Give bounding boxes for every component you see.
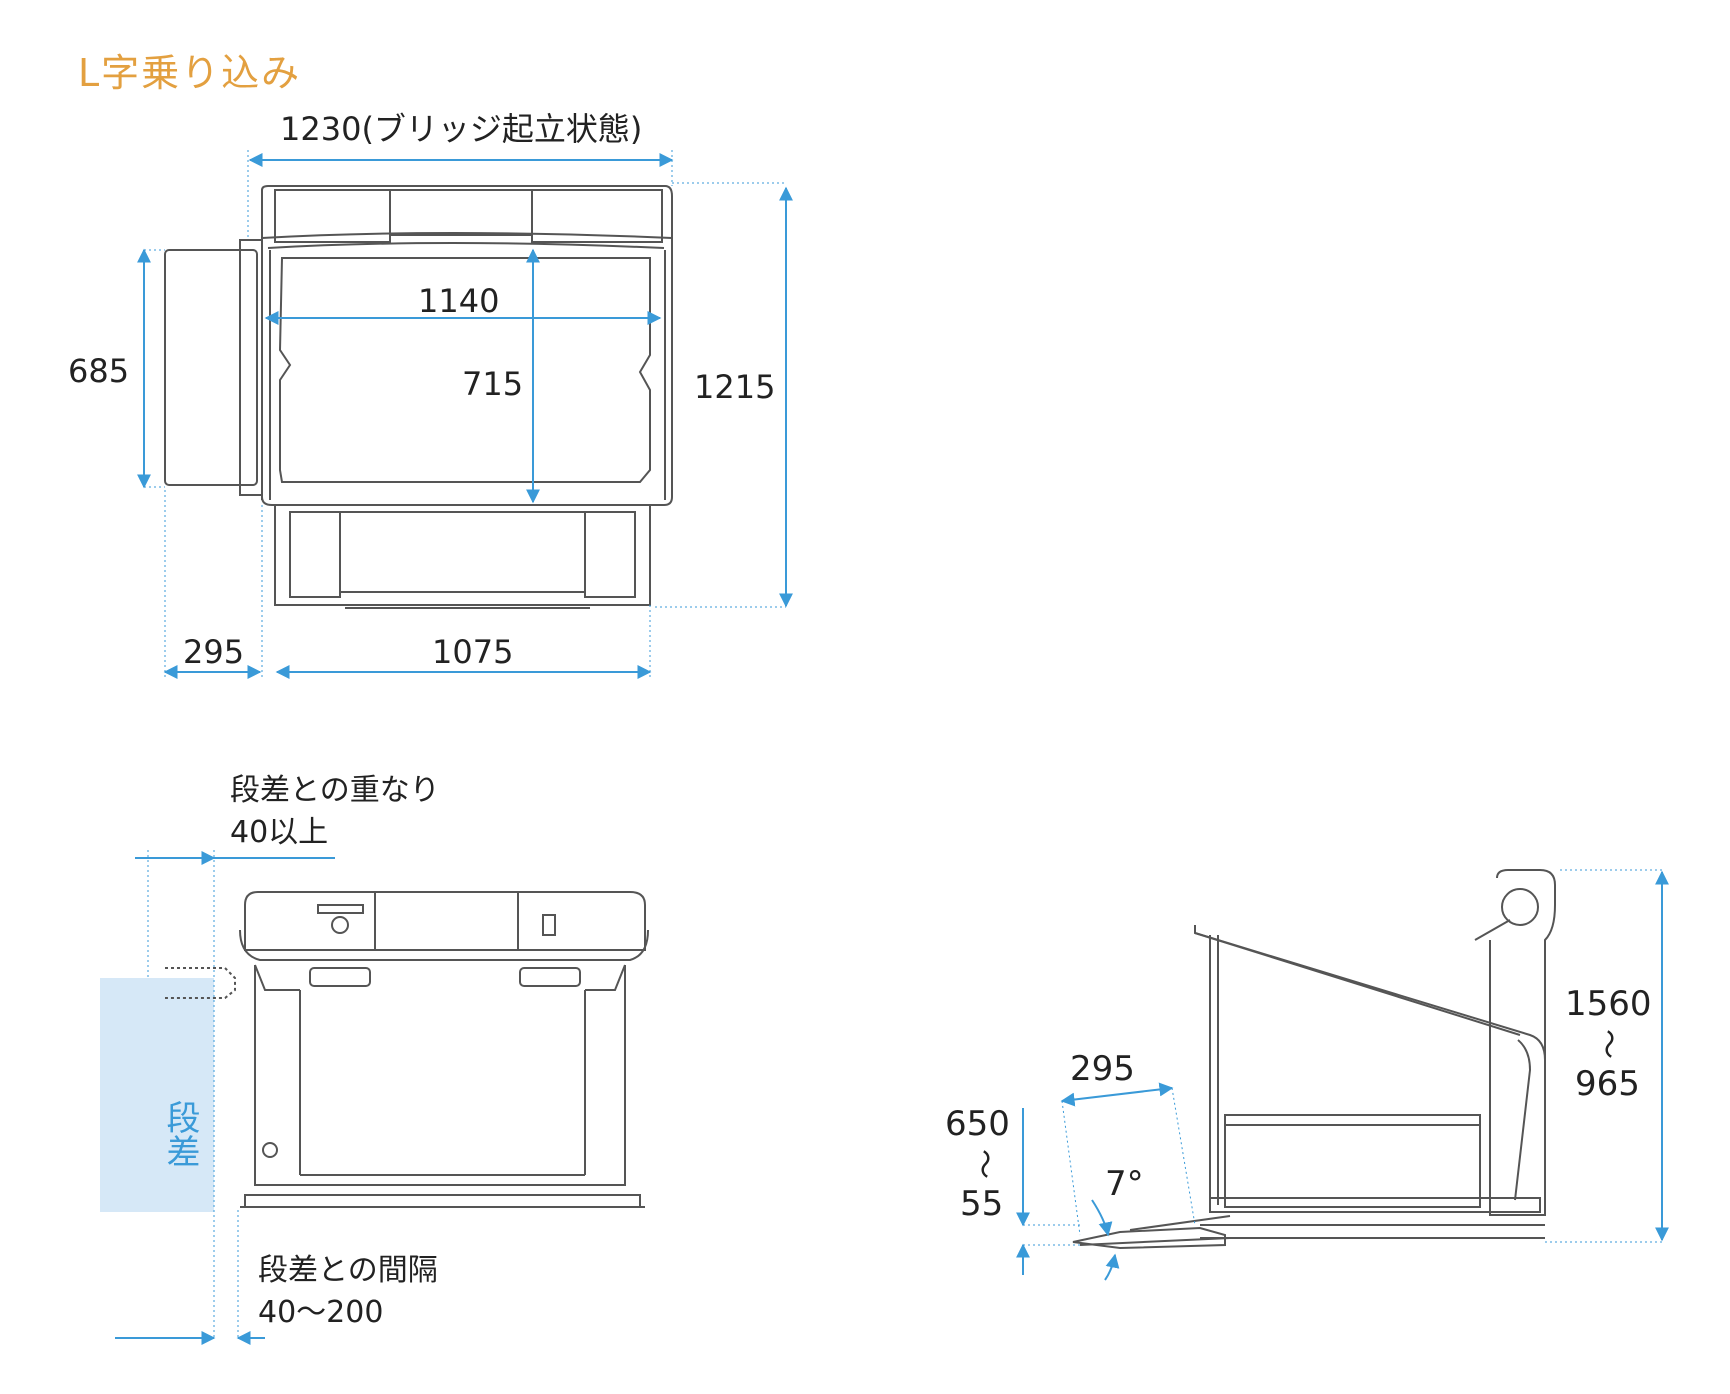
total-height-bottom: 965	[1575, 1064, 1640, 1104]
top-view-dimensions	[137, 150, 793, 679]
overlap-label: 段差との重なり	[230, 773, 440, 808]
total-height-symbol: 〜	[1590, 1029, 1625, 1059]
side-view-dimensions	[1016, 869, 1669, 1281]
height-range-symbol: 〜	[966, 1149, 1001, 1179]
gap-value: 40〜200	[258, 1295, 383, 1330]
angle-label: 7°	[1105, 1164, 1144, 1204]
dim-1215-label: 1215	[694, 368, 775, 406]
side-dim-295-label: 295	[1070, 1049, 1135, 1089]
dim-685-label: 685	[68, 352, 129, 390]
page-title: L字乗り込み	[78, 51, 302, 95]
side-view	[1072, 869, 1556, 1250]
total-height-top: 1560	[1565, 984, 1652, 1024]
step-label: 段差	[160, 1100, 200, 1168]
front-view-dimensions	[115, 850, 335, 1345]
dim-1075-label: 1075	[432, 633, 513, 671]
dim-1140-label: 1140	[418, 282, 499, 320]
overlap-value: 40以上	[230, 815, 328, 850]
dim-715-label: 715	[462, 365, 523, 403]
top-view	[164, 185, 673, 609]
height-range-top: 650	[945, 1104, 1010, 1144]
gap-label: 段差との間隔	[258, 1253, 438, 1288]
dim-295-label: 295	[183, 633, 244, 671]
dim-1230-label: 1230(ブリッジ起立状態)	[280, 110, 642, 148]
front-view	[100, 891, 649, 1212]
height-range-bottom: 55	[960, 1184, 1003, 1224]
step-block	[100, 978, 214, 1212]
